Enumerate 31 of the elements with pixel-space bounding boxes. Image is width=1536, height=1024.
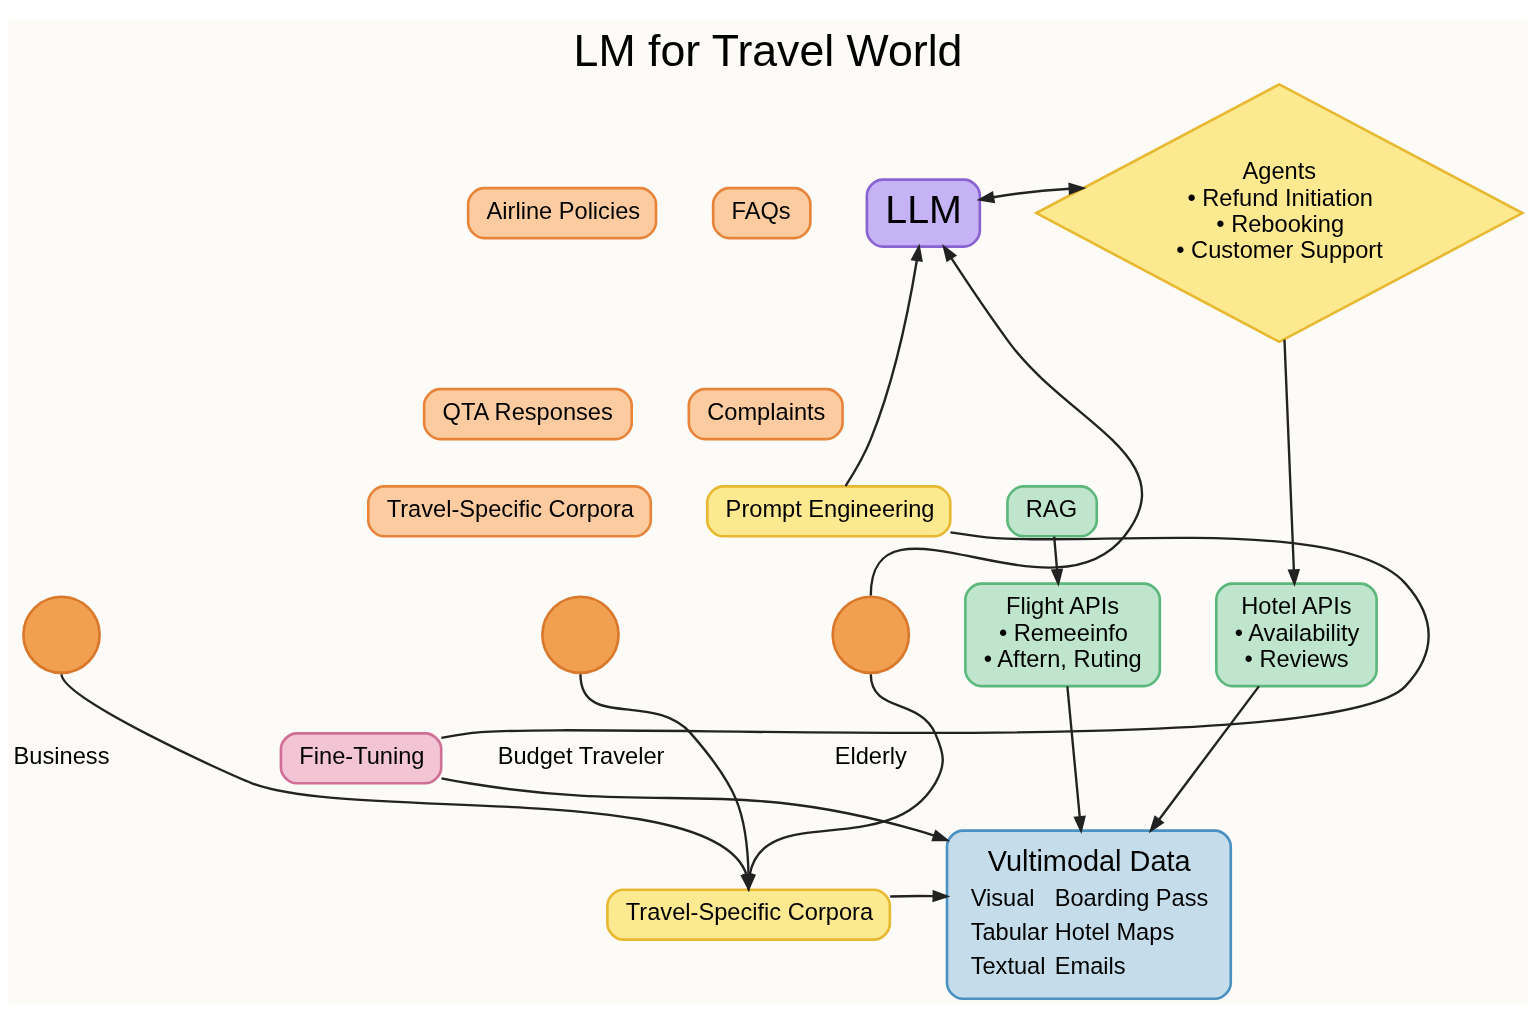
node-box: LLM [865,178,982,248]
arrow [869,243,1143,596]
node-person [541,595,620,675]
node-diamond: Agents • Refund Initiation • Rebooking • Customer Support [1033,82,1526,344]
node-box: Vultimodal Data Visual Boarding Pass Tabular Hotel Maps Textual Emails [945,829,1233,1001]
node-label: Business [13,743,110,770]
node-box: FAQs [711,186,812,240]
arrow [441,777,951,842]
node-box: QTA Responses [422,387,633,441]
arrow [1148,685,1260,834]
node-box: Prompt Engineering [705,485,952,538]
arrow [1050,536,1064,587]
node-person [22,595,101,675]
arrow [976,182,1087,204]
diagram-title: LM for Travel World [573,26,963,76]
connector [441,531,1430,740]
node-label: Elderly [834,743,907,770]
node-box: Flight APIs • Remeeinfo • Aftern, Ruting [964,582,1162,688]
node-box: RAG [1006,485,1099,538]
node-box: Airline Policies [466,186,658,240]
node-box: Travel-Specific Corpora [366,485,653,538]
node-person [831,595,911,675]
node-box: Hotel APIs • Availability • Reviews [1215,582,1378,688]
node-box: Fine-Tuning [279,732,443,785]
node-box: Travel-Specific Corpora [606,888,892,941]
arrow [1066,686,1086,834]
arrow [844,243,923,487]
arrow [890,889,951,903]
node-box: Complaints [687,387,844,441]
arrow [1283,339,1301,588]
node-label: Budget Traveler [497,743,665,770]
